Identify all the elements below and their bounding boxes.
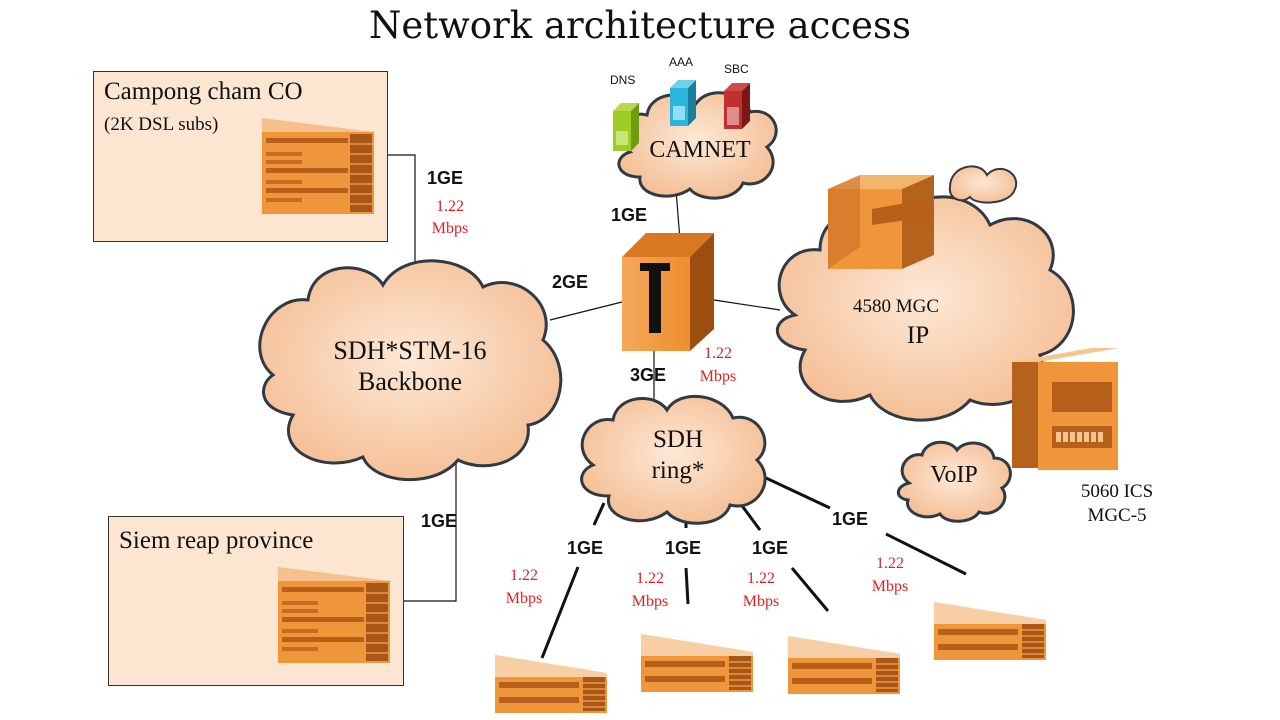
campong-subs: (2K DSL subs) <box>104 114 219 135</box>
camnet-label: CAMNET <box>649 137 751 163</box>
aaa-server <box>670 80 696 126</box>
access2-bw-label: 1GE <box>665 538 702 558</box>
ics-label-line2: MGC-5 <box>1087 505 1147 526</box>
ring-bw-label: 3GE <box>630 365 667 385</box>
backbone-cloud <box>258 259 563 482</box>
mgc-4580-label: 4580 MGC <box>852 296 940 317</box>
link-campong-backbone <box>388 154 416 290</box>
siem-bw-label: 1GE <box>421 511 458 531</box>
voip-label: VoIP <box>930 462 978 488</box>
access2-rate-value: 1.22 <box>636 570 664 587</box>
access1-bw-label: 1GE <box>567 538 604 558</box>
siem-title: Siem reap province <box>119 527 314 554</box>
access-device-2 <box>640 633 754 693</box>
siem-device <box>278 567 391 664</box>
sbc-label: SBC <box>724 62 749 76</box>
page-title: Network architecture access <box>369 4 911 47</box>
access1-rate-unit: Mbps <box>505 590 543 607</box>
voip-cloud <box>896 440 1012 523</box>
core-switch <box>622 233 714 351</box>
campong-rate-value: 1.22 <box>436 198 464 215</box>
core-rate-value: 1.22 <box>704 345 732 362</box>
ring-label-line2: ring* <box>651 457 705 484</box>
link-core-ip <box>713 299 781 311</box>
backbone-bw-label: 2GE <box>552 272 589 292</box>
access4-rate-unit: Mbps <box>871 578 909 595</box>
campong-rate-unit: Mbps <box>431 220 469 237</box>
campong-bw-label: 1GE <box>427 168 464 188</box>
link-camnet-core <box>675 189 681 241</box>
link-ring-access1-b <box>540 566 580 659</box>
link-ring-access3-b <box>790 567 830 612</box>
dns-label: DNS <box>610 73 636 87</box>
link-backbone-core <box>549 301 623 321</box>
sbc-server <box>724 83 750 129</box>
ip-label: IP <box>906 322 930 349</box>
backbone-label-line1: SDH*STM-16 <box>333 336 487 365</box>
access4-rate-value: 1.22 <box>876 555 904 572</box>
access2-rate-unit: Mbps <box>631 593 669 610</box>
ics-5060-device <box>1012 348 1118 470</box>
campong-cham-box <box>93 71 388 242</box>
access3-bw-label: 1GE <box>752 538 789 558</box>
link-ring-access4-b <box>885 532 967 576</box>
aaa-label: AAA <box>669 55 694 69</box>
camnet-bw-label: 1GE <box>611 205 648 225</box>
link-ring-access4-a <box>765 476 831 510</box>
access1-rate-value: 1.22 <box>510 567 538 584</box>
link-ring-access2-b <box>684 567 690 605</box>
siem-reap-box <box>108 516 404 686</box>
access-device-4 <box>933 601 1047 661</box>
link-siem-backbone <box>404 455 457 602</box>
access4-bw-label: 1GE <box>832 509 869 529</box>
ring-label-line1: SDH <box>652 426 703 453</box>
backbone-label-line2: Backbone <box>358 367 462 396</box>
core-rate-unit: Mbps <box>699 368 737 385</box>
access-device-3 <box>787 635 901 695</box>
ring-cloud <box>580 394 767 525</box>
access3-rate-unit: Mbps <box>742 593 780 610</box>
access3-rate-value: 1.22 <box>747 570 775 587</box>
link-ring-access3-a <box>738 502 762 531</box>
campong-title: Campong cham CO <box>104 78 303 105</box>
access-device-1 <box>494 654 608 714</box>
campong-device <box>262 118 375 214</box>
dns-server <box>613 103 639 151</box>
mgc-4580-device <box>828 175 934 269</box>
ics-label-line1: 5060 ICS <box>1080 481 1154 502</box>
link-ring-access1-a <box>592 502 606 526</box>
